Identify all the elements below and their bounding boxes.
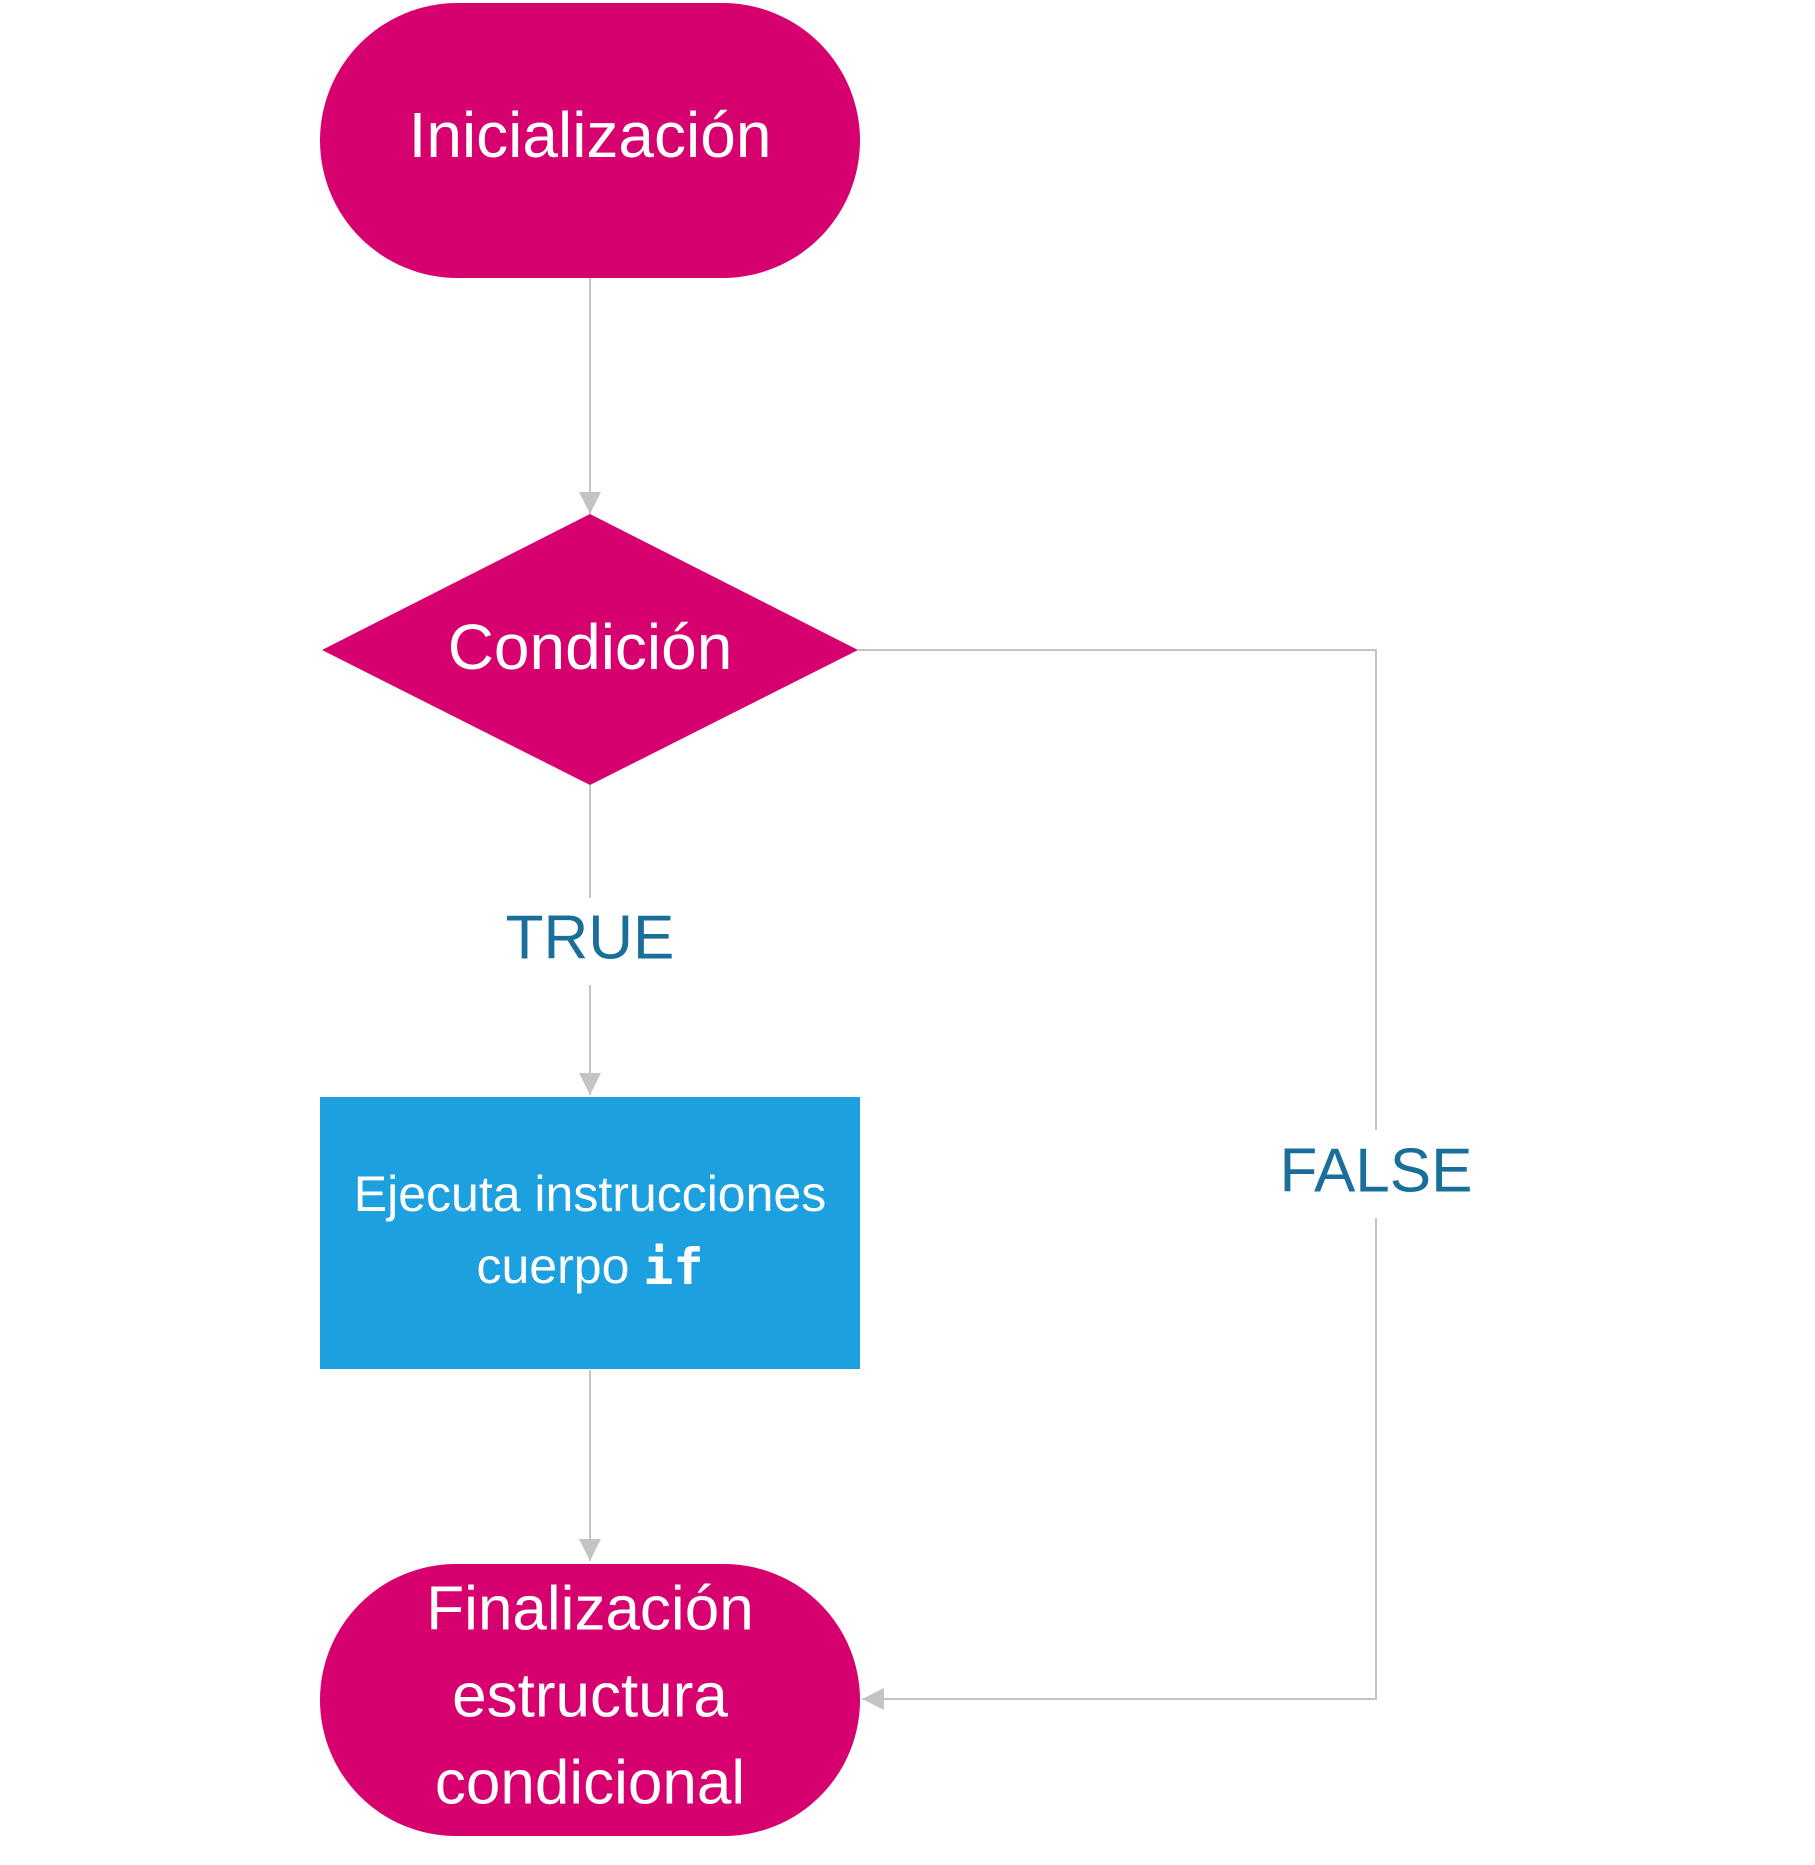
end-node: Finalización estructura condicional bbox=[320, 1564, 860, 1836]
condition-node: Condición bbox=[322, 514, 858, 785]
process-label-line1: Ejecuta instrucciones bbox=[354, 1166, 826, 1222]
end-label-line3: condicional bbox=[435, 1748, 745, 1817]
false-edge-label: FALSE bbox=[1280, 1136, 1473, 1205]
end-label-line1: Finalización bbox=[426, 1574, 753, 1643]
condition-label: Condición bbox=[448, 611, 733, 683]
process-label-line2: cuerpo if bbox=[477, 1238, 704, 1296]
connector-condition-false-upper bbox=[858, 649, 1377, 1130]
connector-condition-false-lower bbox=[862, 1218, 1377, 1710]
start-terminal-shape bbox=[320, 3, 860, 278]
true-edge-label: TRUE bbox=[506, 903, 675, 972]
process-label-code: if bbox=[643, 1238, 703, 1296]
start-node: Inicialización bbox=[320, 3, 860, 278]
process-node: Ejecuta instrucciones cuerpo if bbox=[320, 1097, 860, 1369]
condition-diamond-shape bbox=[322, 514, 858, 785]
process-rect-shape bbox=[320, 1097, 860, 1369]
process-label-text: cuerpo bbox=[477, 1238, 644, 1294]
end-terminal-shape bbox=[320, 1564, 860, 1836]
end-label-line2: estructura bbox=[452, 1661, 728, 1730]
start-label: Inicialización bbox=[409, 99, 772, 171]
